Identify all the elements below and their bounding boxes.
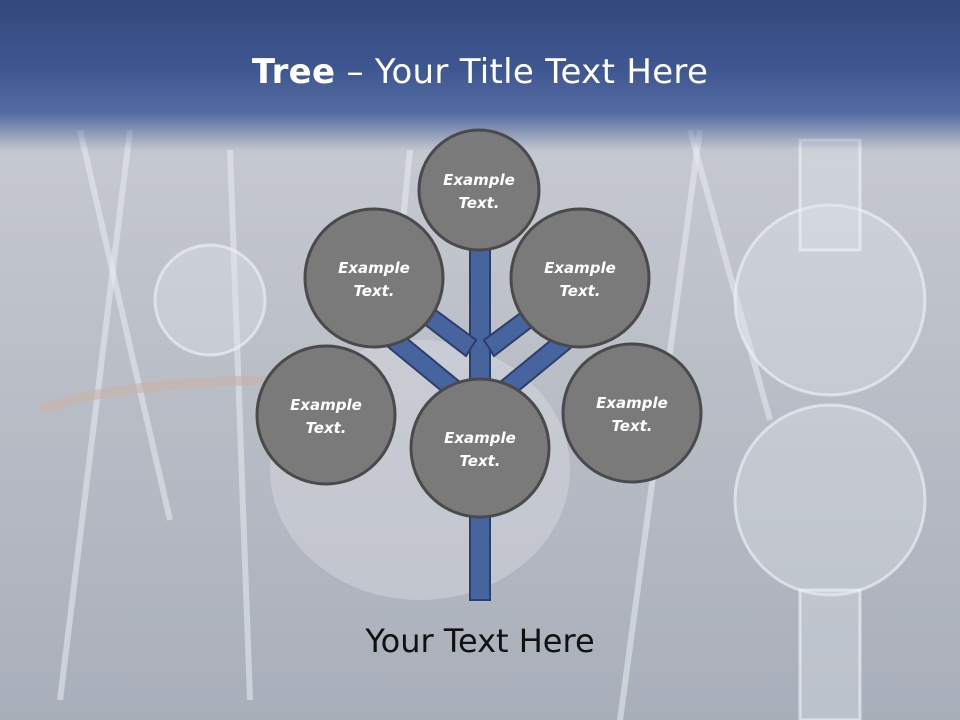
title-rest: – Your Title Text Here [335, 52, 709, 92]
tree-node-lower-right: Example Text. [561, 342, 703, 484]
node-label-line1: Example [596, 394, 668, 412]
tree-node-upper-left: Example Text. [303, 207, 445, 349]
node-label-line2: Text. [305, 419, 346, 437]
node-label-line2: Text. [353, 282, 394, 300]
node-label-line2: Text. [611, 417, 652, 435]
node-label-line1: Example [544, 259, 616, 277]
node-label-line1: Example [290, 396, 362, 414]
slide-title: Tree – Your Title Text Here [0, 52, 960, 92]
title-bold: Tree [251, 52, 336, 92]
node-label-line1: Example [443, 171, 515, 189]
node-label-line2: Text. [459, 452, 500, 470]
node-label-line2: Text. [458, 194, 499, 212]
tree-node-lower-left: Example Text. [255, 344, 397, 486]
tree-node-top: Example Text. [417, 128, 541, 252]
header-band [0, 0, 960, 150]
node-label-line2: Text. [559, 282, 600, 300]
node-label-line1: Example [338, 259, 410, 277]
tree-node-upper-right: Example Text. [509, 207, 651, 349]
tree-node-center: Example Text. [409, 377, 551, 519]
slide-caption: Your Text Here [365, 622, 595, 660]
node-label-line1: Example [444, 429, 516, 447]
